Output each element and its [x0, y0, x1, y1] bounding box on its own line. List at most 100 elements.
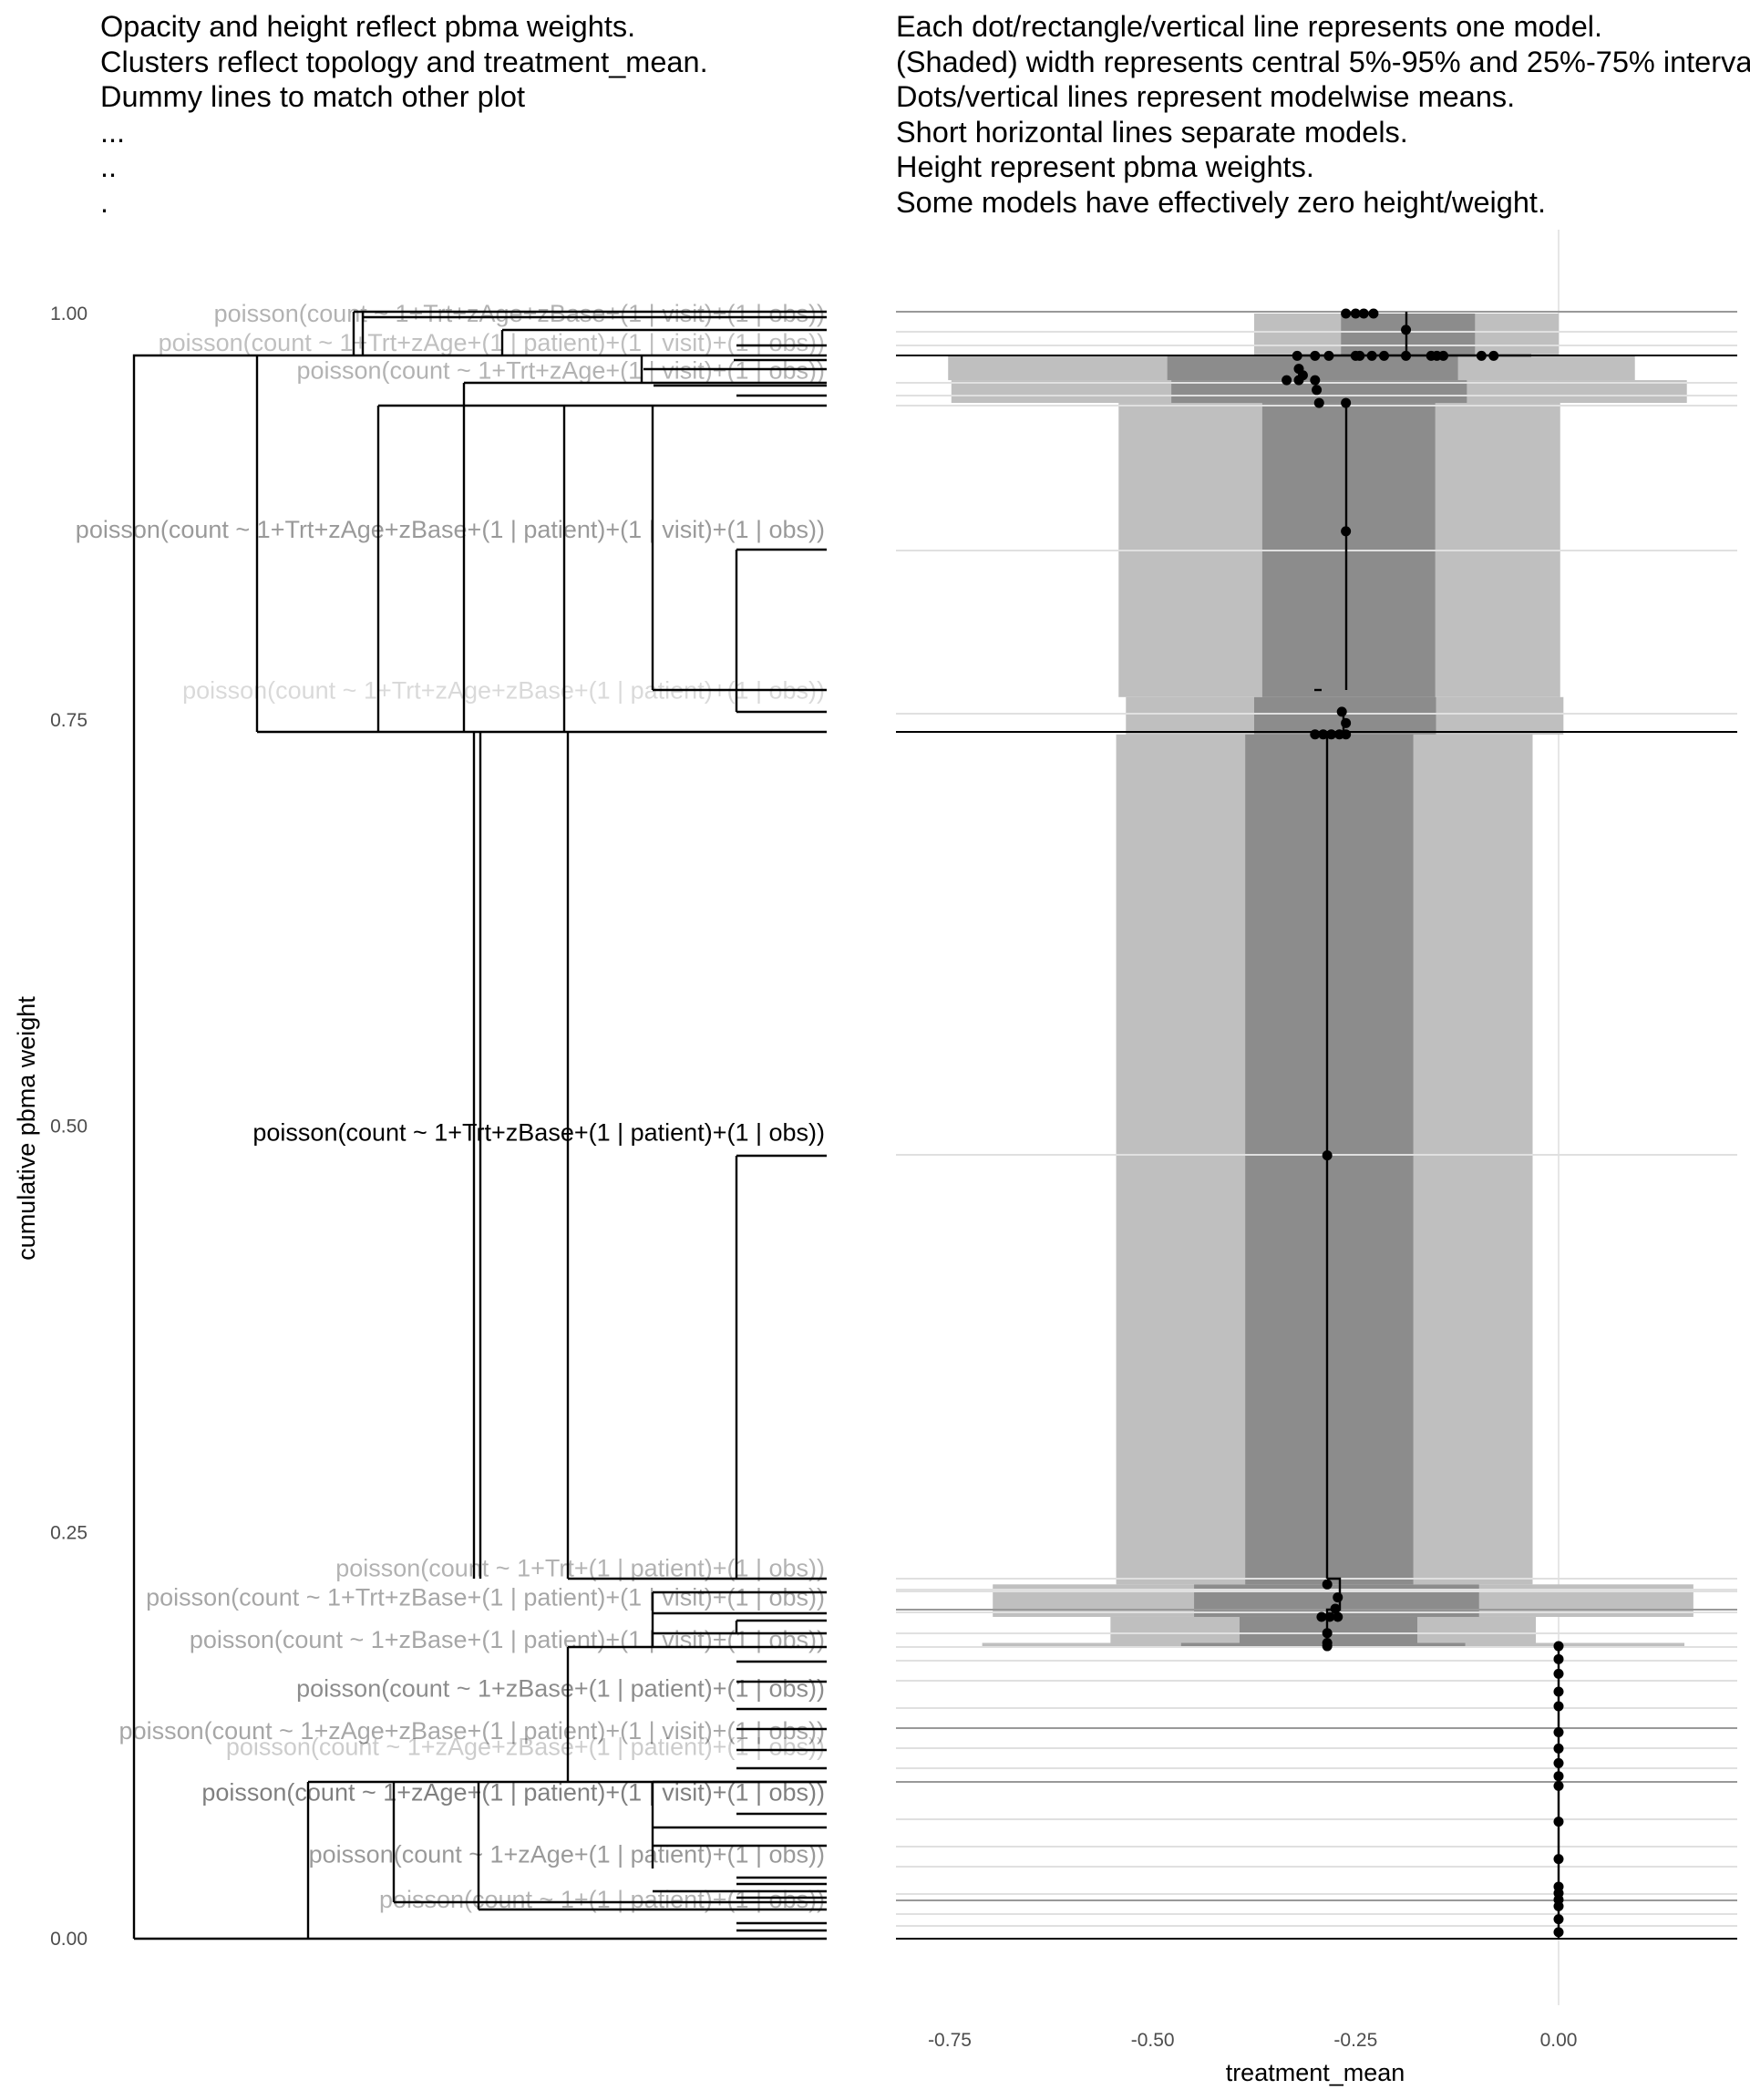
left-caption-line-2: Clusters reflect topology and treatment_…	[100, 46, 708, 78]
x-tick-label: -0.50	[1131, 2030, 1175, 2051]
right-caption-line-2: (Shaded) width represents central 5%-95%…	[896, 46, 1750, 78]
x-axis-ticks: -0.75 -0.50 -0.25 0.00	[928, 2030, 1577, 2051]
mean-dot	[1553, 1854, 1564, 1865]
leaf-label: poisson(count ~ 1+zAge+(1 | patient)+(1 …	[309, 1840, 825, 1868]
mean-dot	[1553, 1743, 1564, 1754]
right-caption-line-6: Some models have effectively zero height…	[896, 186, 1546, 219]
left-caption: Opacity and height reflect pbma weights.…	[100, 10, 708, 219]
x-tick-label: -0.25	[1333, 2030, 1377, 2051]
mean-dot	[1368, 308, 1379, 319]
mean-dot	[1282, 375, 1292, 386]
mean-dot	[1341, 729, 1352, 740]
leaf-label: poisson(count ~ 1+Trt+zBase+(1 | patient…	[252, 1119, 825, 1147]
left-caption-line-1: Opacity and height reflect pbma weights.	[100, 10, 635, 43]
mean-dot	[1553, 1641, 1564, 1652]
interval-panel: -0.75 -0.50 -0.25 0.00 treatment_mean	[896, 230, 1737, 2086]
mean-dot	[1333, 1592, 1343, 1603]
left-caption-line-3: Dummy lines to match other plot	[100, 80, 525, 113]
right-caption-line-1: Each dot/rectangle/vertical line represe…	[896, 10, 1602, 43]
right-caption-line-5: Height represent pbma weights.	[896, 150, 1314, 183]
leaf-labels: poisson(count ~ 1+Trt+zAge+zBase+(1 | vi…	[76, 300, 825, 1913]
mean-dot	[1322, 1150, 1333, 1161]
mean-dot	[1310, 375, 1321, 386]
mean-dot	[1341, 397, 1352, 408]
mean-dot	[1553, 1686, 1564, 1697]
y-axis-title: cumulative pbma weight	[13, 996, 40, 1261]
mean-dot	[1553, 1927, 1564, 1938]
mean-dot	[1322, 1641, 1333, 1652]
mean-dot	[1330, 1603, 1341, 1614]
mean-dot	[1553, 1757, 1564, 1768]
mean-dot	[1553, 1914, 1564, 1925]
leaf-label: poisson(count ~ 1+zBase+(1 | patient)+(1…	[190, 1626, 825, 1653]
right-caption-line-3: Dots/vertical lines represent modelwise …	[896, 80, 1515, 113]
dendrogram-panel: 0.00 0.25 0.50 0.75 1.00 cumulative pbma wei…	[13, 300, 827, 1950]
mean-dot	[1292, 350, 1302, 361]
right-caption: Each dot/rectangle/vertical line represe…	[896, 10, 1750, 219]
leaf-label: poisson(count ~ 1+Trt+zBase+(1 | patient…	[146, 1584, 825, 1611]
mean-dot	[1553, 1668, 1564, 1679]
interval-25-75-rect	[1341, 314, 1476, 356]
mean-dot	[1401, 350, 1412, 361]
interval-25-75-rect	[1254, 696, 1436, 735]
leaf-label: poisson(count ~ 1+zBase+(1 | patient)+(1…	[296, 1674, 825, 1702]
left-caption-line-5: ..	[100, 150, 117, 183]
mean-dot	[1476, 350, 1487, 361]
left-caption-line-4: ...	[100, 116, 125, 149]
y-tick-label: 0.75	[50, 710, 88, 731]
leaf-label: poisson(count ~ 1+Trt+zAge+zBase+(1 | pa…	[76, 516, 825, 543]
mean-dot	[1341, 717, 1352, 728]
mean-dot	[1318, 729, 1329, 740]
x-tick-label: 0.00	[1540, 2030, 1578, 2051]
mean-dot	[1322, 1579, 1333, 1590]
interval-rectangles	[948, 314, 1693, 1647]
x-tick-label: -0.75	[928, 2030, 972, 2051]
mean-dot	[1553, 1780, 1564, 1791]
leaf-label: poisson(count ~ 1+Trt+(1 | patient)+(1 |…	[335, 1554, 825, 1581]
mean-dot	[1553, 1900, 1564, 1911]
mean-dot	[1366, 350, 1377, 361]
branch	[132, 354, 827, 1939]
mean-dot	[1358, 308, 1369, 319]
mean-dot	[1324, 1611, 1335, 1622]
y-tick-label: 0.00	[50, 1929, 88, 1950]
left-caption-line-6: .	[100, 186, 108, 219]
mean-dot	[1553, 1771, 1564, 1782]
mean-dot	[1341, 526, 1352, 537]
mean-dot	[1316, 1611, 1327, 1622]
mean-dot	[1310, 729, 1321, 740]
mean-dot	[1293, 375, 1304, 386]
mean-dot	[1438, 350, 1449, 361]
leaf-label: poisson(count ~ 1+Trt+zAge+zBase+(1 | vi…	[214, 300, 825, 327]
mean-dot	[1313, 397, 1324, 408]
mean-dot	[1333, 1611, 1343, 1622]
leaf-label: poisson(count ~ 1+Trt+zAge+(1 | patient)…	[159, 329, 825, 356]
y-tick-label: 0.50	[50, 1117, 88, 1138]
mean-dot	[1488, 350, 1499, 361]
leaf-label: poisson(count ~ 1+zAge+zBase+(1 | patien…	[226, 1734, 825, 1761]
y-axis-ticks: 0.00 0.25 0.50 0.75 1.00	[50, 304, 88, 1950]
mean-dot	[1310, 350, 1321, 361]
mean-dot	[1341, 308, 1352, 319]
mean-dot	[1401, 324, 1412, 335]
x-axis-title: treatment_mean	[1226, 2059, 1405, 2086]
mean-dot	[1379, 350, 1390, 361]
mean-dot	[1336, 706, 1347, 717]
leaf-label: poisson(count ~ 1+Trt+zAge+(1 | visit)+(…	[296, 356, 825, 384]
right-caption-line-4: Short horizontal lines separate models.	[896, 116, 1408, 149]
mean-dot	[1323, 350, 1334, 361]
leaf-label: poisson(count ~ 1+zAge+(1 | patient)+(1 …	[201, 1779, 825, 1807]
mean-dot	[1350, 350, 1361, 361]
mean-dot	[1553, 1727, 1564, 1738]
y-tick-label: 0.25	[50, 1522, 88, 1543]
mean-dot	[1350, 308, 1361, 319]
mean-dot	[1322, 1628, 1333, 1639]
mean-dots	[1282, 308, 1564, 1938]
mean-dot	[1553, 1701, 1564, 1712]
dendrogram-branches	[132, 310, 827, 1940]
model-separators	[896, 311, 1737, 1940]
mean-dot	[1312, 385, 1323, 396]
leaf-label: poisson(count ~ 1+zAge+zBase+(1 | patien…	[119, 1717, 825, 1745]
y-tick-label: 1.00	[50, 304, 88, 324]
